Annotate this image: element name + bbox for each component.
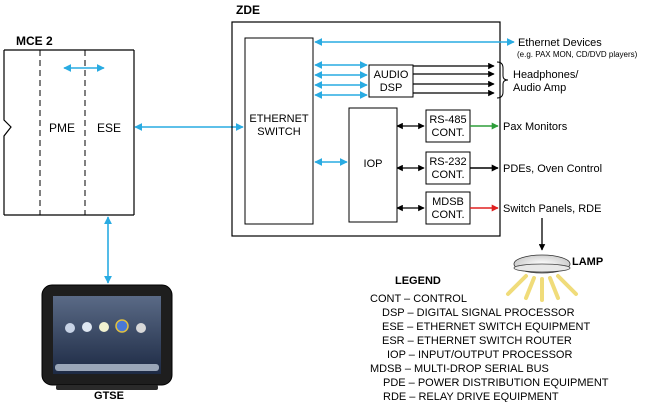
zde-outline bbox=[231, 21, 501, 237]
audio-dsp-output-links bbox=[413, 62, 495, 97]
zde-title: ZDE bbox=[236, 3, 260, 17]
gtse-screen-icons bbox=[65, 319, 146, 333]
ethernet-switch-label-2: SWITCH bbox=[257, 126, 300, 138]
legend-entry: ESE – ETHERNET SWITCH EQUIPMENT bbox=[382, 321, 590, 333]
legend-entry: CONT – CONTROL bbox=[370, 293, 467, 305]
pax-monitors-label: Pax Monitors bbox=[503, 121, 568, 133]
audio-dsp-label-1: AUDIO bbox=[374, 69, 409, 81]
ethernet-switch-box bbox=[244, 37, 314, 225]
ethernet-switch-label-1: ETHERNET bbox=[249, 113, 309, 125]
ethernet-devices-label: Ethernet Devices bbox=[518, 37, 602, 49]
legend-entry: ESR – ETHERNET SWITCH ROUTER bbox=[382, 335, 572, 347]
lamp-glow-rays bbox=[506, 274, 578, 302]
gtse-taskbar bbox=[55, 364, 159, 371]
legend: LEGEND CONT – CONTROL DSP – DIGITAL SIGN… bbox=[370, 275, 609, 402]
lamp-icon bbox=[506, 254, 578, 302]
audio-dsp-label-2: DSP bbox=[380, 82, 403, 94]
mce2-block: MCE 2 PME ESE bbox=[3, 34, 135, 216]
mdsb-cont-box bbox=[425, 191, 471, 225]
mce2-break-edge bbox=[3, 50, 12, 215]
switch-to-audio-dsp-links bbox=[314, 61, 368, 99]
iop-label: IOP bbox=[364, 158, 383, 170]
legend-entry: IOP – INPUT/OUTPUT PROCESSOR bbox=[387, 349, 572, 361]
rs485-cont-label-1: RS-485 bbox=[429, 114, 466, 126]
mdsb-cont-label-2: CONT. bbox=[432, 209, 465, 221]
pdes-oven-control-label: PDEs, Oven Control bbox=[503, 163, 602, 175]
gtse-app-icon bbox=[65, 323, 75, 333]
legend-entry: RDE – RELAY DRIVE EQUIPMENT bbox=[383, 391, 559, 402]
legend-title: LEGEND bbox=[395, 275, 441, 287]
gtse-screen bbox=[53, 296, 161, 374]
lamp-label: LAMP bbox=[572, 256, 603, 268]
rs232-cont-label-2: CONT. bbox=[432, 169, 465, 181]
zde-block: ZDE ETHERNET SWITCH AUDIO DSP IOP RS-485… bbox=[231, 3, 501, 237]
rs232-cont-label-1: RS-232 bbox=[429, 156, 466, 168]
mdsb-cont-label-1: MDSB bbox=[432, 196, 464, 208]
headphones-label-2: Audio Amp bbox=[513, 82, 566, 94]
gtse-app-icon bbox=[99, 322, 109, 332]
iop-to-controller-links bbox=[396, 122, 425, 212]
legend-entry: MDSB – MULTI-DROP SERIAL BUS bbox=[370, 363, 549, 375]
mce2-title: MCE 2 bbox=[16, 34, 53, 48]
audio-dsp-box bbox=[368, 64, 414, 98]
headphones-brace bbox=[496, 61, 509, 99]
gtse-stand bbox=[56, 385, 158, 390]
legend-entry: DSP – DIGITAL SIGNAL PROCESSOR bbox=[382, 307, 575, 319]
gtse-app-icon bbox=[82, 322, 92, 332]
legend-entry: PDE – POWER DISTRIBUTION EQUIPMENT bbox=[383, 377, 609, 389]
gtse-device bbox=[41, 284, 173, 390]
ese-label: ESE bbox=[97, 121, 121, 135]
ethernet-devices-sublabel: (e.g. PAX MON, CD/DVD players) bbox=[517, 50, 638, 59]
gtse-app-icon bbox=[136, 323, 146, 333]
headphones-label-1: Headphones/ bbox=[513, 69, 579, 81]
lamp-rim bbox=[513, 263, 571, 273]
pme-label: PME bbox=[49, 121, 75, 135]
gtse-app-icon bbox=[115, 319, 129, 333]
gtse-label: GTSE bbox=[94, 390, 124, 402]
rs485-cont-label-2: CONT. bbox=[432, 127, 465, 139]
switch-panels-rde-label: Switch Panels, RDE bbox=[503, 203, 601, 215]
